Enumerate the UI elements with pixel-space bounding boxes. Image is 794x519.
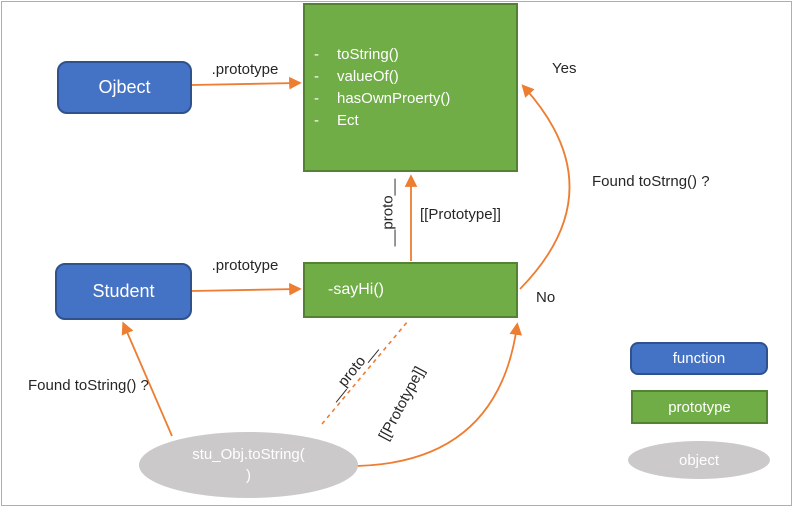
no-label: No [536, 289, 556, 306]
sayhi-method-label: -sayHi() [328, 281, 384, 298]
legend-prototype: prototype [631, 390, 768, 424]
prototype-slot-label-upper: [[Prototype]] [420, 206, 501, 223]
student-function-label: Student [92, 281, 155, 301]
method-item: - valueOf() [314, 66, 450, 88]
call-object-line1: stu_Obj.toString( [192, 446, 305, 463]
legend-object: object [628, 441, 770, 479]
proto-diagonal-label: __proto__ [324, 339, 380, 404]
method-label: valueOf() [337, 68, 399, 85]
object-prototype-method-list: - toString() - valueOf() - hasOwnProerty… [305, 5, 450, 132]
legend-function-label: function [672, 350, 726, 367]
method-label: toString() [337, 46, 399, 63]
proto-vertical-label: __proto__ [379, 178, 397, 247]
legend-object-label: object [678, 451, 720, 469]
object-prototype-box: - toString() - valueOf() - hasOwnProerty… [303, 3, 518, 172]
arrow-object-to-prototype [191, 76, 302, 90]
legend-prototype-label: prototype [668, 398, 731, 416]
arrow-student-to-prototype [191, 282, 302, 296]
prototype-slot-label-lower: [[Prototype]] [375, 363, 429, 444]
method-item: - hasOwnProerty() [314, 88, 450, 110]
legend-function: function [630, 342, 768, 375]
found-tostrng-question-label: Found toStrng() ? [592, 173, 710, 190]
bullet-dash: - [314, 46, 319, 63]
method-item: - toString() [314, 44, 450, 66]
yes-label: Yes [552, 60, 577, 77]
edge-label-prototype-top: .prototype [211, 61, 279, 78]
edge-label-prototype-bottom: .prototype [211, 257, 279, 274]
student-prototype-box: -sayHi() [303, 262, 518, 318]
bullet-dash: - [314, 90, 319, 107]
object-function-box: Ojbect [57, 61, 192, 114]
call-object-ellipse: stu_Obj.toString( ) [139, 432, 358, 498]
student-function-box: Student [55, 263, 192, 320]
method-label: hasOwnProerty() [337, 90, 451, 107]
method-label: Ect [337, 112, 359, 129]
method-item: - Ect [314, 110, 450, 132]
object-function-label: Ojbect [98, 77, 151, 97]
found-tostring-question-label: Found toString() ? [28, 377, 149, 394]
bullet-dash: - [314, 68, 319, 85]
curve-no-to-yes [519, 84, 571, 290]
call-object-line2: ) [246, 467, 251, 484]
bullet-dash: - [314, 112, 319, 129]
